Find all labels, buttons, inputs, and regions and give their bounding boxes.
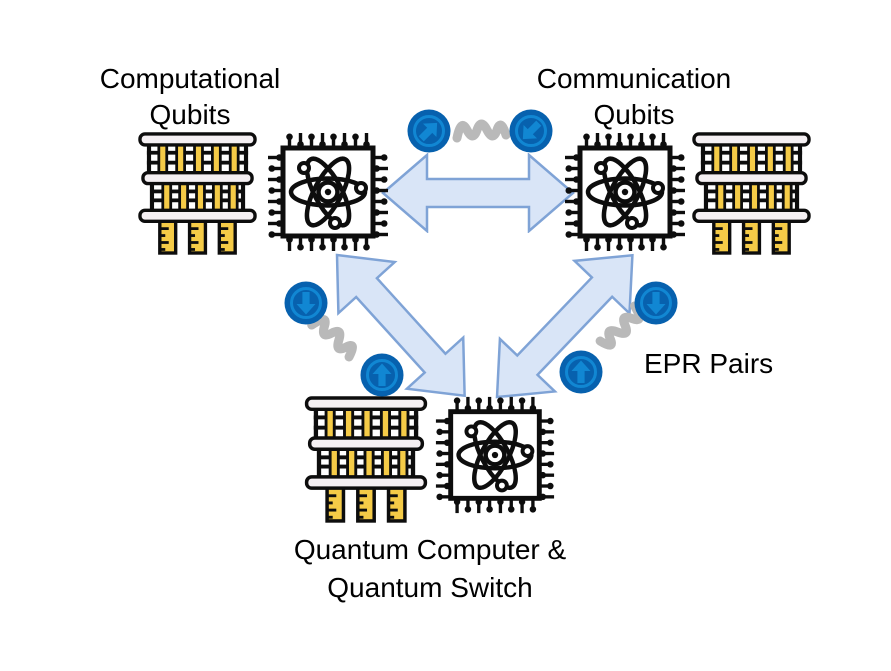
- dilution-refrigerator-icon-bottom: [304, 396, 428, 523]
- double-arrow-horizontal-channel: [381, 153, 575, 233]
- epr-pair-left: [283, 280, 405, 398]
- arrow-up-circle-icon: [558, 349, 604, 395]
- quantum-chip-icon-computational: [263, 131, 393, 253]
- quantum-computer-switch-label: Quantum Computer & Quantum Switch: [293, 534, 567, 603]
- communication-qubits-label: Communication Qubits: [536, 63, 732, 130]
- arrow-down-circle-icon: [633, 280, 679, 326]
- quantum-chip-icon-switch: [431, 394, 559, 516]
- arrow-down-circle-icon: [283, 280, 329, 326]
- epr-pairs-label: EPR Pairs: [644, 348, 774, 379]
- entanglement-squiggle-icon: [457, 124, 506, 138]
- dilution-refrigerator-icon-right: [692, 132, 811, 255]
- entanglement-squiggle-icon: [312, 315, 357, 359]
- arrow-up-right-circle-icon: [404, 106, 461, 160]
- arrow-up-circle-icon: [359, 352, 405, 398]
- dilution-refrigerator-icon-left: [138, 132, 257, 255]
- computational-qubits-label: Computational Qubits: [99, 63, 281, 130]
- epr-pair-right: [558, 280, 679, 395]
- epr-pair-top: [404, 106, 556, 160]
- quantum-chip-icon-communication: [560, 131, 690, 253]
